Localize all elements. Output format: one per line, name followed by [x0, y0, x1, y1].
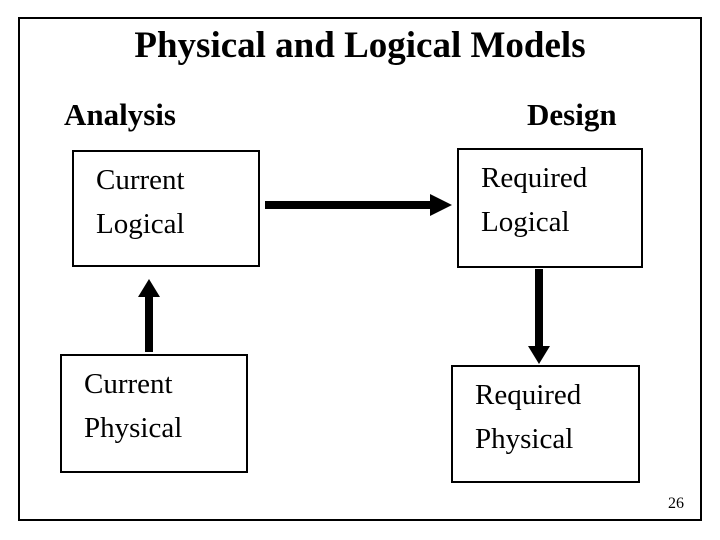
- box-current-logical-line1: Current: [96, 164, 185, 196]
- box-current-logical-line2: Logical: [96, 208, 185, 240]
- column-header-analysis: Analysis: [64, 97, 176, 132]
- box-required-physical: Required Physical: [451, 365, 640, 483]
- box-required-physical-line2: Physical: [475, 423, 574, 455]
- box-required-logical-line1: Required: [481, 162, 588, 194]
- slide-title: Physical and Logical Models: [134, 25, 586, 66]
- page-number: 26: [668, 495, 684, 512]
- box-required-physical-line1: Required: [475, 379, 582, 411]
- box-current-logical: Current Logical: [72, 150, 260, 267]
- box-required-logical: Required Logical: [457, 148, 643, 268]
- box-required-logical-line2: Logical: [481, 206, 570, 238]
- box-current-physical-line2: Physical: [84, 412, 183, 444]
- column-header-design: Design: [527, 97, 617, 132]
- box-current-physical: Current Physical: [60, 354, 248, 473]
- box-current-physical-line1: Current: [84, 368, 173, 400]
